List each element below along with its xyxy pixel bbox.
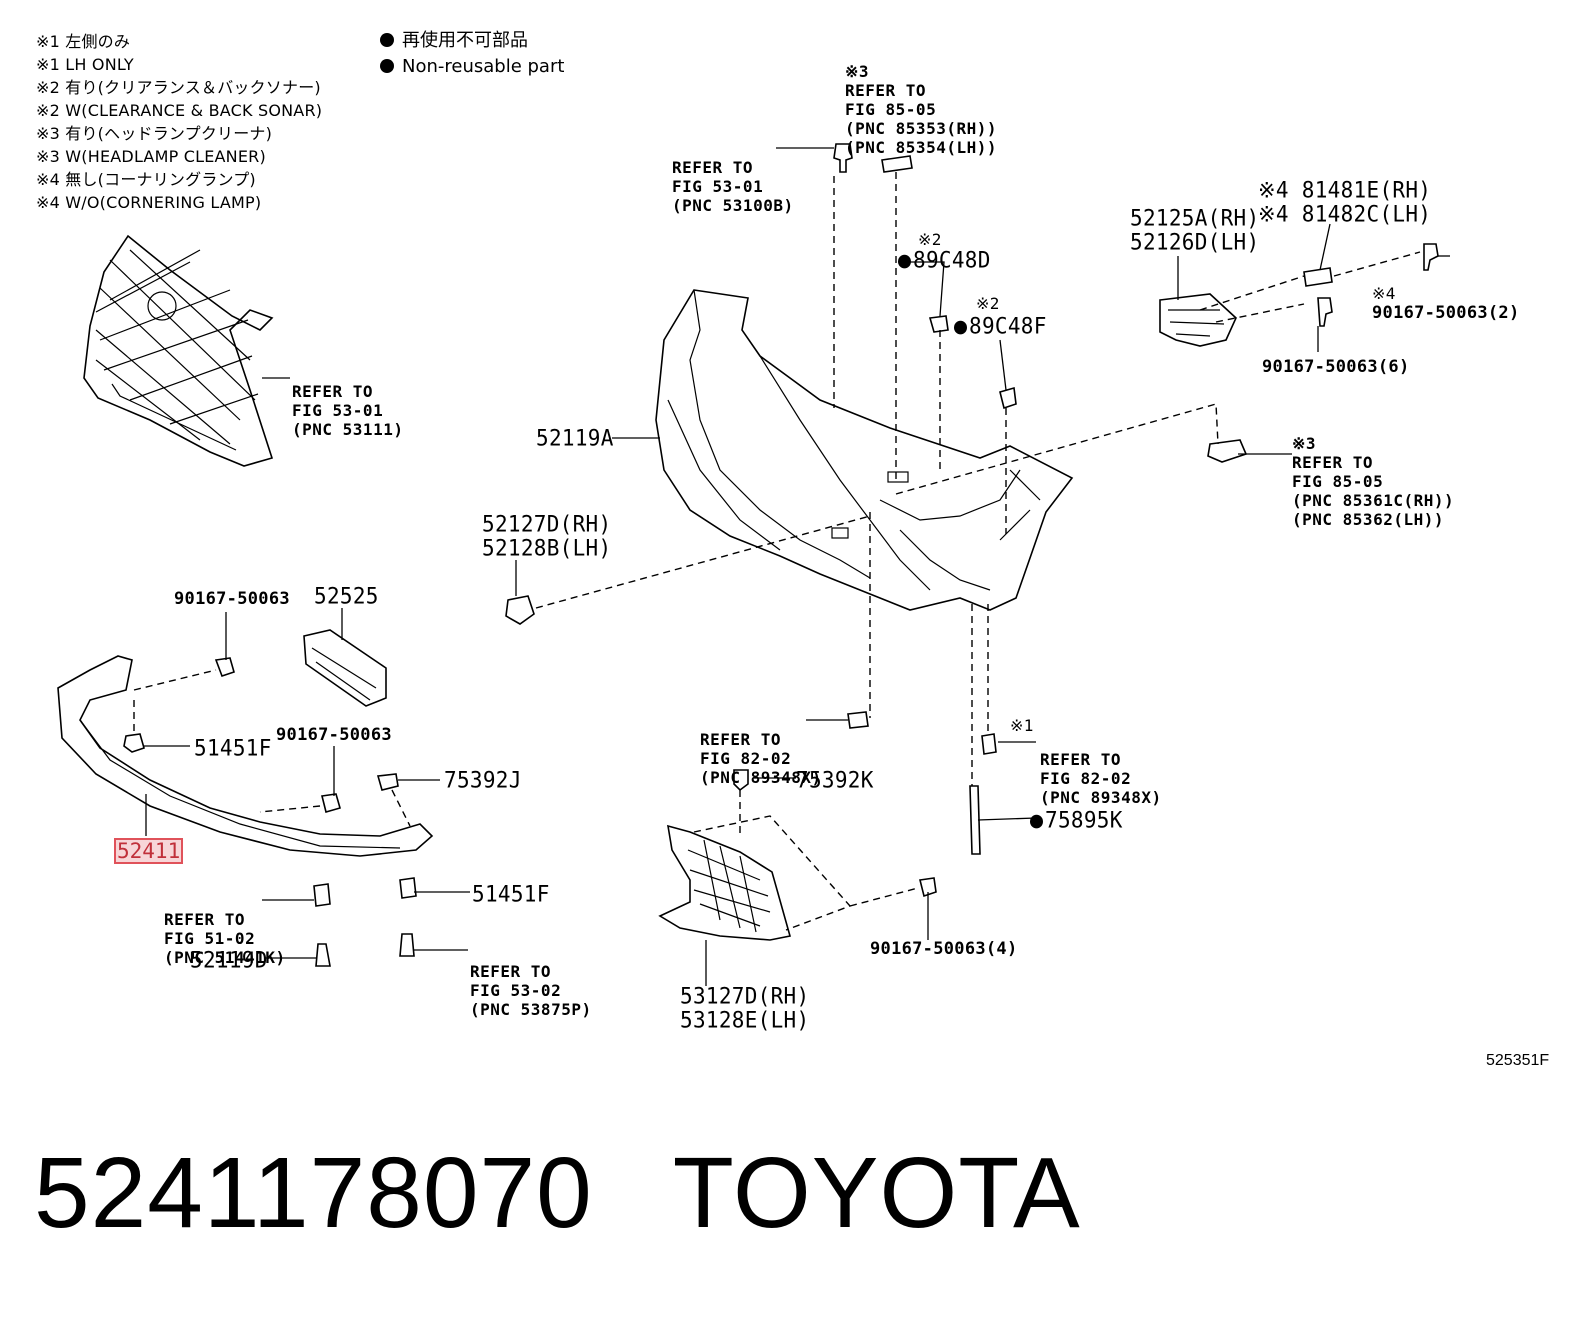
note-line: ※2 W(CLEARANCE & BACK SONAR) bbox=[36, 101, 323, 120]
note-line: ※2 有り(クリアランス＆バックソナー) bbox=[36, 78, 321, 97]
part-label-89c48d: 89C48D bbox=[898, 247, 991, 273]
non-reusable-dot-icon bbox=[1030, 814, 1043, 829]
mark-1: ※1 bbox=[1010, 716, 1034, 735]
note-line: ※4 無し(コーナリングランプ) bbox=[36, 170, 256, 189]
part-label-51451f-upper: 51451F bbox=[194, 735, 272, 761]
legend-item-en: Non-reusable part bbox=[380, 54, 564, 80]
non-reusable-dot-icon bbox=[954, 320, 967, 335]
grille-illustration bbox=[83, 234, 274, 467]
non-reusable-dot-icon bbox=[898, 254, 911, 269]
fog-bezel-illustration bbox=[658, 824, 792, 941]
legend-item-jp: 再使用不可部品 bbox=[380, 28, 564, 54]
part-label-52125a: 52125A(RH) bbox=[1130, 205, 1260, 231]
mark-89c48f: ※2 bbox=[976, 294, 1000, 313]
note-line: ※3 有り(ヘッドランプクリーナ) bbox=[36, 124, 273, 143]
part-label-75392j: 75392J bbox=[444, 767, 522, 793]
part-label-52127d: 52127D(RH) bbox=[482, 511, 612, 537]
part-label-52126d: 52126D(LH) bbox=[1130, 229, 1260, 255]
note-line: ※1 左側のみ bbox=[36, 32, 131, 51]
part-label-51451f-lower: 51451F bbox=[472, 881, 550, 907]
part-label-81482c: ※4 81482C(LH) bbox=[1258, 201, 1432, 227]
mark-89c48d: ※2 bbox=[918, 230, 942, 249]
part-label-89c48f: 89C48F bbox=[954, 313, 1047, 339]
spoiler-illustration bbox=[57, 655, 434, 857]
lamp-bracket-illustration bbox=[1159, 243, 1439, 347]
brand-name: TOYOTA bbox=[672, 1137, 1081, 1249]
legend: 再使用不可部品 Non-reusable part bbox=[380, 28, 564, 80]
footer-caption: 5241178070 TOYOTA bbox=[34, 1138, 1081, 1248]
part-label-52128b: 52128B(LH) bbox=[482, 535, 612, 561]
non-reusable-dot-icon bbox=[380, 59, 394, 73]
note-line: ※1 LH ONLY bbox=[36, 55, 134, 74]
part-label-81481e: ※4 81481E(RH) bbox=[1258, 177, 1432, 203]
part-label-53127d: 53127D(RH) bbox=[680, 983, 810, 1009]
part-label-90167-50063-mid: 90167-50063 bbox=[276, 725, 392, 745]
non-reusable-dot-icon bbox=[380, 33, 394, 47]
mark-90167-2: ※4 bbox=[1372, 284, 1396, 303]
part-label-52119a: 52119A bbox=[536, 425, 614, 451]
figure-number: 525351F bbox=[1486, 1052, 1550, 1069]
note-line: ※3 W(HEADLAMP CLEANER) bbox=[36, 147, 266, 166]
part-label-52119d: 52119D bbox=[190, 947, 268, 973]
part-label-90167-50063-left: 90167-50063 bbox=[174, 589, 290, 609]
part-label-90167-50063-6: 90167-50063(6) bbox=[1262, 357, 1410, 377]
note-line: ※4 W/O(CORNERING LAMP) bbox=[36, 193, 262, 212]
part-number: 5241178070 bbox=[34, 1137, 593, 1249]
part-label-75392k: 75392K bbox=[796, 767, 874, 793]
part-label-52525: 52525 bbox=[314, 583, 379, 609]
part-label-90167-50063-2: 90167-50063(2) bbox=[1372, 303, 1520, 323]
part-label-90167-50063-4: 90167-50063(4) bbox=[870, 939, 1018, 959]
bumper-cover-illustration bbox=[655, 289, 1074, 611]
notes-block: ※1 左側のみ ※1 LH ONLY ※2 有り(クリアランス＆バックソナー) … bbox=[36, 30, 322, 214]
part-label-52411-highlighted[interactable]: 52411 bbox=[114, 838, 184, 864]
part-label-75895k: 75895K bbox=[1030, 807, 1123, 833]
part-label-53128e: 53128E(LH) bbox=[680, 1007, 810, 1033]
